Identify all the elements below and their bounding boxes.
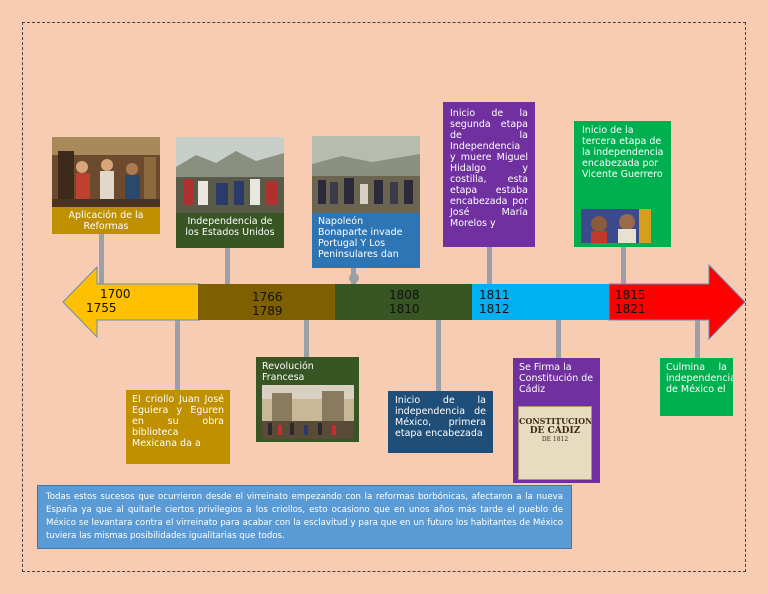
year-1812: 1812 [479,302,510,316]
connector-cadiz [556,320,561,360]
card-reformas: Aplicación de la Reformas [52,207,160,234]
card-inicio-independencia: Inicio de la independencia de México, pr… [388,391,493,453]
card-segunda-etapa-text: Inicio de la segunda etapa de la Indepen… [450,108,528,229]
card-napoleon-text: Napoleón Bonaparte invade Portugal Y Los… [318,216,403,260]
card-culmina: Culmina la independencia de México el [660,358,733,416]
connector-knob-napoleon [349,273,359,283]
eeuu-painting [176,137,284,213]
card-revolucion-text: Revolución Francesa [262,361,314,383]
segment-label-1815: 1815 1821 [615,288,675,325]
year-1789: 1789 [252,304,283,318]
card-napoleon: Napoleón Bonaparte invade Portugal Y Los… [312,213,420,268]
card-tercera-etapa: Inicio de la tercera etapa de la indepen… [574,121,671,247]
card-revolucion: Revolución Francesa [256,357,359,442]
connector-eeuu [225,246,230,286]
connector-inicio-independencia [436,320,441,392]
connector-criollo [175,320,180,392]
card-tercera-etapa-text: Inicio de la tercera etapa de la indepen… [582,125,664,180]
connector-culmina [695,320,700,360]
year-1821: 1821 [615,302,646,316]
arrow-right-head [608,263,746,341]
year-1811: 1811 [479,288,510,302]
constitucion-year: DE 1812 [541,436,569,443]
card-criollo-text: El criollo Juan José Eguiera y Eguren en… [132,394,224,449]
tercera-etapa-mural [581,209,651,243]
year-1808: 1808 [389,288,420,302]
card-cadiz: Se Firma la Constitución de Cádiz CONSTI… [513,358,600,483]
year-1755: 1755 [86,301,117,315]
connector-tercera-etapa [621,246,626,286]
reformas-painting [52,137,160,207]
year-1815: 1815 [615,288,646,302]
connector-reformas [99,232,104,286]
segment-label-1811: 1811 1812 [479,288,539,325]
connector-segunda-etapa [487,247,492,286]
segment-cyan [472,284,609,320]
revolucion-painting [262,385,354,439]
card-criollo: El criollo Juan José Eguiera y Eguren en… [126,390,230,464]
summary-text: Todas estos sucesos que ocurrieron desde… [46,492,563,541]
timeline-arrow [62,263,746,341]
card-culmina-text: Culmina la independencia de México el [666,362,733,395]
segment-label-1766: 1766 1789 [252,290,312,327]
card-eeuu: Independencia de los Estados Unidos [176,213,284,248]
card-cadiz-text: Se Firma la Constitución de Cádiz [519,362,594,395]
page-frame [22,22,746,572]
card-reformas-text: Aplicación de la Reformas [68,210,144,232]
segment-label-1700: 1700 1755 [86,287,146,324]
segment-dark-green [335,284,472,320]
card-segunda-etapa: Inicio de la segunda etapa de la Indepen… [443,102,535,247]
constitucion-document: CONSTITUCION DE CÁDIZ DE 1812 [518,406,592,480]
segment-label-1808: 1808 1810 [389,288,449,325]
year-1810: 1810 [389,302,420,316]
card-inicio-independencia-text: Inicio de la independencia de México, pr… [395,395,486,439]
card-eeuu-text: Independencia de los Estados Unidos [185,216,275,238]
constitucion-title: CONSTITUCION [519,416,592,426]
connector-revolucion [304,320,309,358]
year-1766: 1766 [252,290,283,304]
napoleon-painting [312,136,420,213]
segment-brown [198,284,335,320]
year-1700: 1700 [100,287,131,301]
constitucion-subtitle: DE CÁDIZ [529,426,581,436]
summary-box: Todas estos sucesos que ocurrieron desde… [37,485,572,549]
